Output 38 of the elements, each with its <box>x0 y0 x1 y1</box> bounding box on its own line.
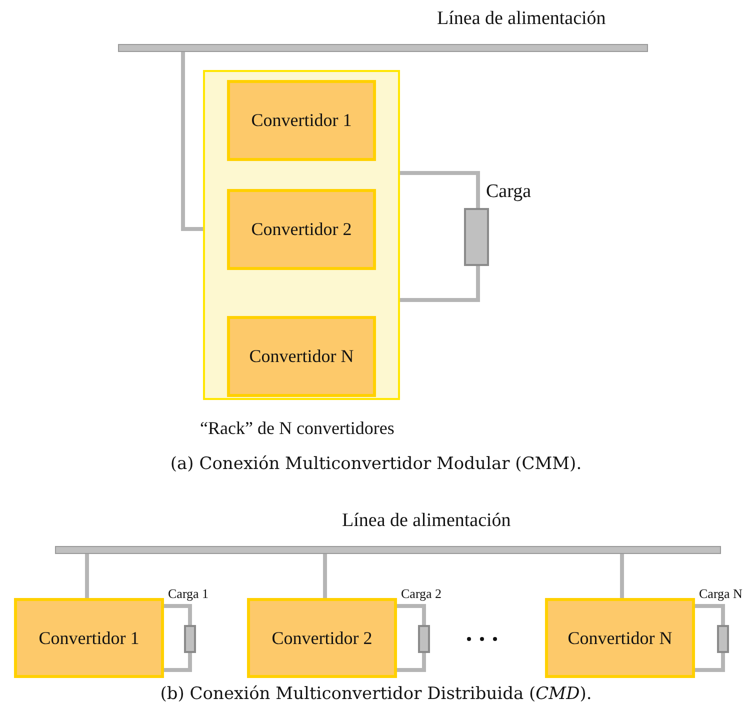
wire <box>397 653 426 672</box>
wire <box>400 171 480 208</box>
load-label: Carga <box>486 181 532 203</box>
wire <box>620 554 624 598</box>
converter-box <box>14 598 164 678</box>
rack-caption: “Rack” de N convertidores <box>200 418 394 439</box>
load-resistor <box>418 625 430 653</box>
bus-label: Línea de alimentación <box>342 510 511 532</box>
wire <box>397 604 426 625</box>
converter-label: Convertidor 1 <box>251 110 352 131</box>
power-bus-bar <box>118 44 648 52</box>
converter-label: Convertidor 2 <box>251 219 352 240</box>
bus-label: Línea de alimentación <box>437 8 606 30</box>
load-label: Carga 2 <box>401 586 442 602</box>
wire <box>400 266 480 302</box>
converter-box <box>227 189 376 270</box>
converter-box <box>247 598 397 678</box>
wire <box>695 604 725 625</box>
converter-label: Convertidor 2 <box>272 628 372 648</box>
load-resistor <box>184 625 196 653</box>
power-bus-bar <box>55 546 721 554</box>
wire <box>695 653 725 672</box>
converter-box <box>227 316 376 397</box>
converter-label: Convertidor N <box>568 628 672 648</box>
load-resistor <box>464 208 489 266</box>
converter-label: Convertidor N <box>249 346 354 367</box>
converter-label: Convertidor 1 <box>38 628 140 648</box>
wire <box>164 604 192 625</box>
figure-caption: (a) Conexión Multiconvertidor Modular (CMM). <box>169 454 583 474</box>
converter-box <box>227 80 376 161</box>
figure-caption: (b) Conexión Multiconvertidor Distribuida (CMD). <box>159 684 593 704</box>
wire <box>164 653 192 672</box>
load-label: Carga N <box>699 586 742 602</box>
load-resistor <box>717 625 729 653</box>
converter-box <box>545 598 695 678</box>
wire <box>85 554 89 598</box>
load-label: Carga 1 <box>168 586 209 602</box>
wire <box>323 554 327 598</box>
